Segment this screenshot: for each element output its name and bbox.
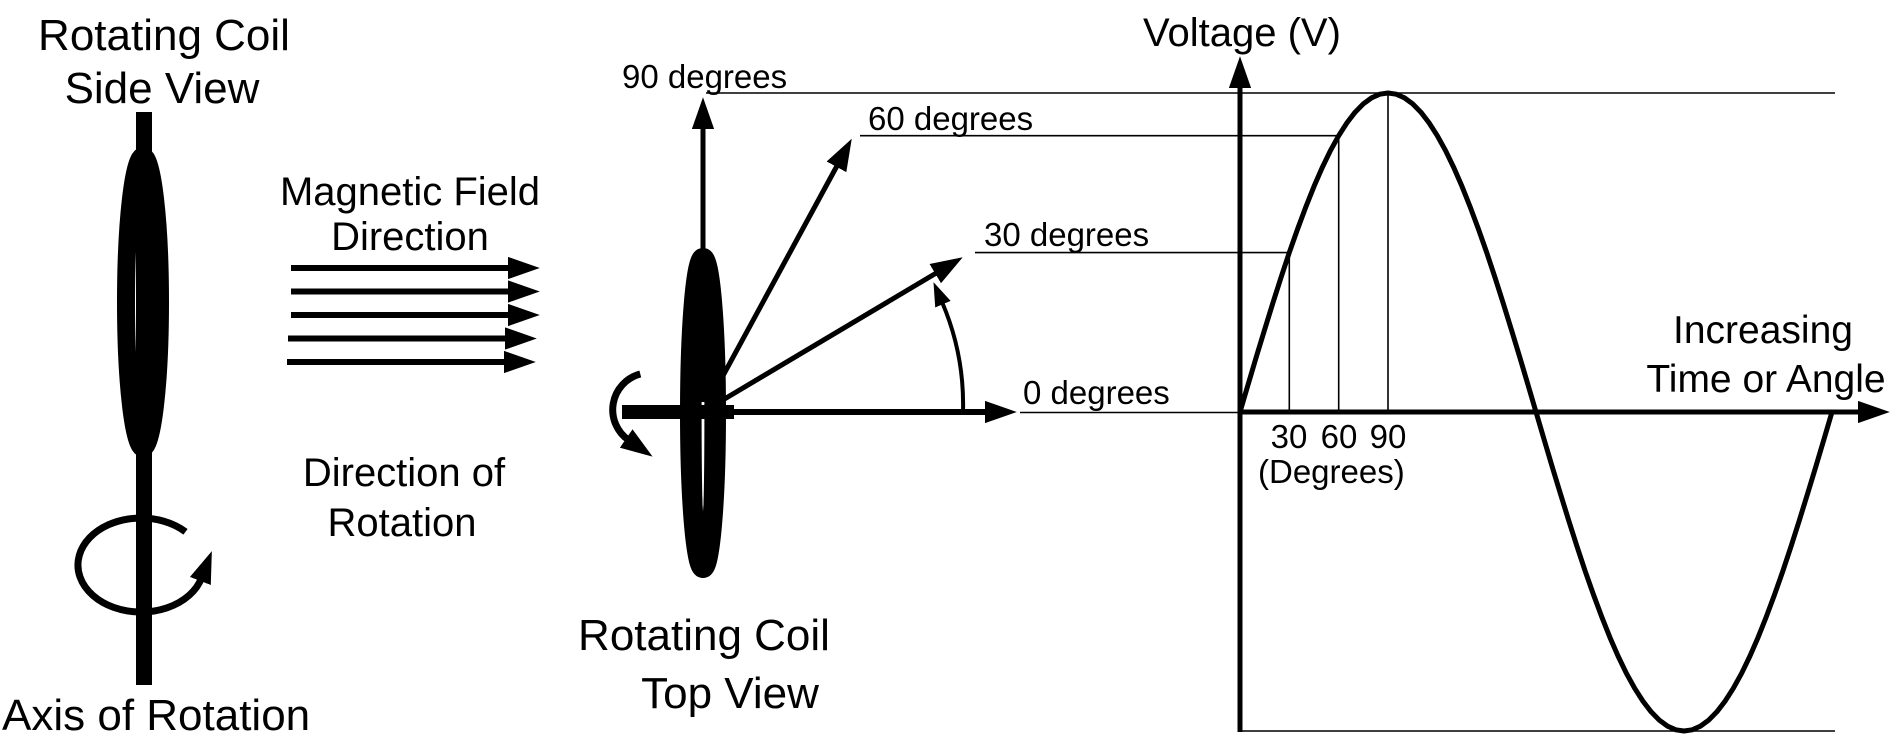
- top-view-title-line2: Top View: [641, 669, 819, 718]
- magnetic-field-label-line2: Direction: [331, 215, 489, 259]
- side-view-rotation-arrow: [74, 514, 212, 616]
- tick-unit-label: (Degrees): [1258, 453, 1405, 490]
- magnetic-field-label-line1: Magnetic Field: [280, 170, 540, 214]
- top-view-rotation-arrow: [609, 370, 653, 457]
- side-view-title-line2: Side View: [65, 64, 260, 113]
- time-axis-label-line1: Increasing: [1673, 309, 1853, 352]
- label-90-degrees: 90 degrees: [622, 58, 787, 95]
- axis-of-rotation-label: Axis of Rotation: [2, 691, 310, 740]
- direction-of-rotation-label-line2: Rotation: [328, 501, 477, 545]
- angle-sweep-arrow: [933, 282, 966, 413]
- top-view-title-line1: Rotating Coil: [578, 611, 830, 660]
- arrow-30-degrees: [704, 257, 963, 413]
- side-view-coil: [117, 147, 169, 457]
- voltage-axis-label: Voltage (V): [1143, 11, 1341, 55]
- arrow-60-degrees: [703, 138, 852, 409]
- label-0-degrees: 0 degrees: [1023, 374, 1170, 411]
- top-view-coil-inner-wire: [699, 295, 707, 535]
- label-60-degrees: 60 degrees: [868, 100, 1033, 137]
- side-view-coil-inner-wire: [138, 182, 148, 422]
- tick-label-60: 60: [1321, 418, 1358, 455]
- sine-curve: [1237, 90, 1835, 734]
- label-30-degrees: 30 degrees: [984, 216, 1149, 253]
- top-view-coil: [680, 248, 726, 578]
- side-view-title-line1: Rotating Coil: [38, 11, 290, 60]
- time-axis-label-line2: Time or Angle: [1646, 358, 1885, 401]
- tick-label-90: 90: [1370, 418, 1407, 455]
- tick-label-30: 30: [1271, 418, 1308, 455]
- direction-of-rotation-label-line1: Direction of: [303, 451, 506, 495]
